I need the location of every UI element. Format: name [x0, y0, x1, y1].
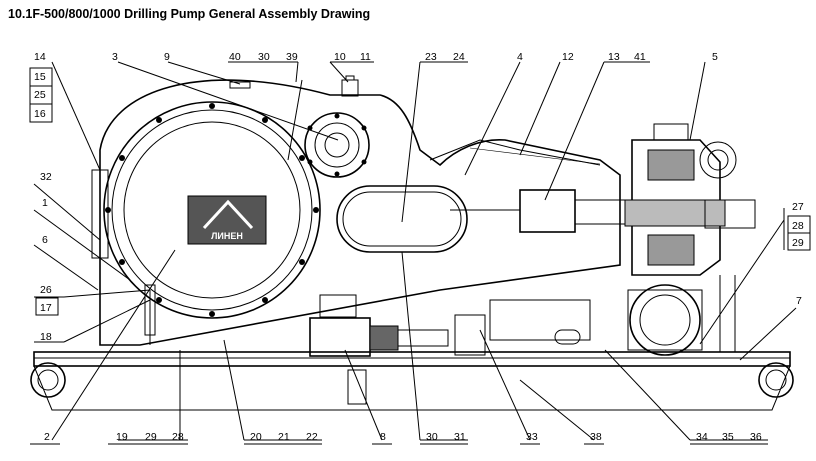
callout-14: 14 — [34, 51, 46, 63]
skid-lifting-lug-left — [30, 362, 66, 398]
callout-30-top: 30 — [258, 51, 270, 63]
callout-15: 15 — [34, 71, 46, 83]
gear-housing — [103, 101, 321, 319]
logo: ЛИНЕН — [187, 195, 267, 245]
callout-26: 26 — [40, 284, 52, 296]
callout-20: 20 — [250, 431, 262, 443]
callout-6: 6 — [42, 234, 48, 246]
leader-lines — [33, 61, 797, 441]
callout-39: 39 — [286, 51, 298, 63]
callout-38: 38 — [590, 431, 602, 443]
callout-36: 36 — [750, 431, 762, 443]
callout-18: 18 — [40, 331, 52, 343]
lube-pump-motor — [309, 294, 591, 405]
svg-text:ЛИНЕН: ЛИНЕН — [211, 231, 243, 241]
callout-30-bottom: 30 — [426, 431, 438, 443]
callout-41: 41 — [634, 51, 646, 63]
callout-5: 5 — [712, 51, 718, 63]
callout-12: 12 — [562, 51, 574, 63]
callout-24: 24 — [453, 51, 465, 63]
callout-32: 32 — [40, 171, 52, 183]
fluid-end — [624, 123, 756, 276]
callout-21: 21 — [278, 431, 290, 443]
callout-29-bottom: 29 — [145, 431, 157, 443]
callout-28-bottom: 28 — [172, 431, 184, 443]
frame-body — [99, 79, 621, 346]
callout-11: 11 — [360, 51, 371, 63]
suction-manifold — [627, 275, 736, 356]
callout-3: 3 — [112, 51, 118, 63]
callout-35: 35 — [722, 431, 734, 443]
callout-29-right: 29 — [792, 237, 804, 249]
callout-7: 7 — [796, 295, 802, 307]
top-cover — [229, 81, 251, 89]
callout-40: 40 — [229, 51, 241, 63]
callout-23: 23 — [425, 51, 437, 63]
callout-19: 19 — [116, 431, 128, 443]
callout-25: 25 — [34, 89, 46, 101]
callout-34: 34 — [696, 431, 708, 443]
housing-bolts — [105, 103, 319, 317]
skid-lifting-lug-right — [758, 362, 794, 398]
crosshead-guide — [429, 139, 631, 233]
breather — [341, 75, 359, 97]
callout-22: 22 — [306, 431, 318, 443]
callout-2: 2 — [44, 431, 50, 443]
callout-27: 27 — [792, 201, 804, 213]
callout-16: 16 — [34, 108, 46, 120]
callout-13: 13 — [608, 51, 620, 63]
callout-4: 4 — [517, 51, 523, 63]
callout-31: 31 — [454, 431, 466, 443]
callout-33: 33 — [526, 431, 538, 443]
callout-17: 17 — [40, 302, 52, 314]
drawing-title: 10.1F-500/800/1000 Drilling Pump General… — [8, 7, 371, 21]
callout-labels: 14 15 25 16 3 9 40 30 39 10 11 23 24 4 1… — [29, 51, 811, 443]
pinion-bearing — [304, 112, 370, 178]
callout-28-right: 28 — [792, 220, 804, 232]
callout-10: 10 — [334, 51, 346, 63]
callout-8: 8 — [380, 431, 386, 443]
callout-1: 1 — [42, 197, 48, 209]
callout-9: 9 — [164, 51, 170, 63]
